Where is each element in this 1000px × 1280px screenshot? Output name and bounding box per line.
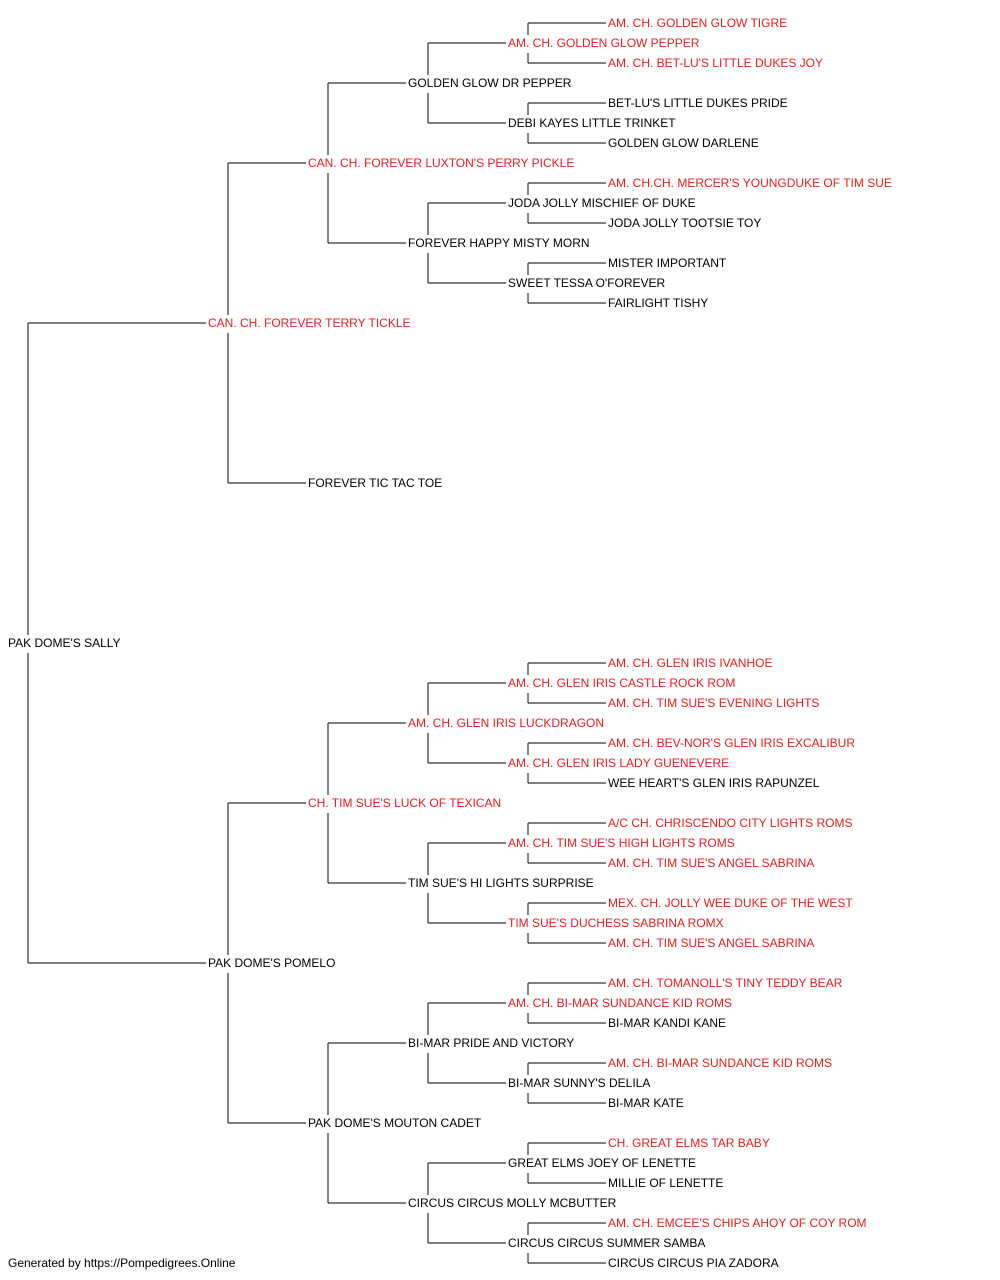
dog-name: GREAT ELMS JOEY OF LENETTE (508, 1156, 696, 1170)
dog-name: AM. CH. GLEN IRIS LUCKDRAGON (408, 716, 604, 730)
dog-name: A/C CH. CHRISCENDO CITY LIGHTS ROMS (608, 816, 852, 830)
dog-name: CIRCUS CIRCUS PIA ZADORA (608, 1256, 779, 1270)
dog-name: AM. CH. GLEN IRIS IVANHOE (608, 656, 772, 670)
dog-name: AM. CH. TIM SUE'S HIGH LIGHTS ROMS (508, 836, 735, 850)
dog-name: CAN. CH. FOREVER TERRY TICKLE (208, 316, 411, 330)
dog-name: MEX. CH. JOLLY WEE DUKE OF THE WEST (608, 896, 853, 910)
dog-name: FAIRLIGHT TISHY (608, 296, 708, 310)
dog-name: AM. CH. TIM SUE'S EVENING LIGHTS (608, 696, 819, 710)
dog-name: AM. CH. GLEN IRIS CASTLE ROCK ROM (508, 676, 735, 690)
dog-name: AM. CH. BI-MAR SUNDANCE KID ROMS (508, 996, 732, 1010)
dog-name: SWEET TESSA O'FOREVER (508, 276, 666, 290)
footer-credit: Generated by https://Pompedigrees.Online (8, 1256, 236, 1270)
dog-name: PAK DOME'S POMELO (208, 956, 335, 970)
dog-name: AM. CH. GOLDEN GLOW PEPPER (508, 36, 700, 50)
dog-name: BI-MAR KANDI KANE (608, 1016, 726, 1030)
dog-name: AM. CH. GLEN IRIS LADY GUENEVERE (508, 756, 729, 770)
dog-name: PAK DOME'S SALLY (8, 636, 121, 650)
dog-name: FOREVER TIC TAC TOE (308, 476, 442, 490)
dog-name: TIM SUE'S HI LIGHTS SURPRISE (408, 876, 594, 890)
dog-name: PAK DOME'S MOUTON CADET (308, 1116, 482, 1130)
dog-name: AM. CH. BET-LU'S LITTLE DUKES JOY (608, 56, 823, 70)
dog-name: CIRCUS CIRCUS SUMMER SAMBA (508, 1236, 705, 1250)
dog-name: WEE HEART'S GLEN IRIS RAPUNZEL (608, 776, 820, 790)
dog-name: CH. GREAT ELMS TAR BABY (608, 1136, 770, 1150)
dog-name: AM. CH. TIM SUE'S ANGEL SABRINA (608, 856, 814, 870)
dog-name: AM. CH. GOLDEN GLOW TIGRE (608, 16, 787, 30)
dog-name: AM. CH. BEV-NOR'S GLEN IRIS EXCALIBUR (608, 736, 855, 750)
dog-name: MISTER IMPORTANT (608, 256, 727, 270)
dog-name: AM. CH. TOMANOLL'S TINY TEDDY BEAR (608, 976, 843, 990)
dog-name: AM. CH. EMCEE'S CHIPS AHOY OF COY ROM (608, 1216, 867, 1230)
dog-name: BI-MAR KATE (608, 1096, 684, 1110)
dog-name: AM. CH. TIM SUE'S ANGEL SABRINA (608, 936, 814, 950)
dog-name: CIRCUS CIRCUS MOLLY MCBUTTER (408, 1196, 617, 1210)
dog-name: JODA JOLLY MISCHIEF OF DUKE (508, 196, 696, 210)
dog-name: GOLDEN GLOW DARLENE (608, 136, 759, 150)
dog-name: MILLIE OF LENETTE (608, 1176, 723, 1190)
dog-name: AM. CH. BI-MAR SUNDANCE KID ROMS (608, 1056, 832, 1070)
dog-name: BI-MAR SUNNY'S DELILA (508, 1076, 650, 1090)
dog-name: FOREVER HAPPY MISTY MORN (408, 236, 590, 250)
dog-name: CAN. CH. FOREVER LUXTON'S PERRY PICKLE (308, 156, 574, 170)
dog-name: GOLDEN GLOW DR PEPPER (408, 76, 572, 90)
dog-name: BET-LU'S LITTLE DUKES PRIDE (608, 96, 788, 110)
dog-name: TIM SUE'S DUCHESS SABRINA ROMX (508, 916, 724, 930)
dog-name: CH. TIM SUE'S LUCK OF TEXICAN (308, 796, 501, 810)
dog-name: JODA JOLLY TOOTSIE TOY (608, 216, 761, 230)
dog-name: DEBI KAYES LITTLE TRINKET (508, 116, 676, 130)
dog-name: BI-MAR PRIDE AND VICTORY (408, 1036, 574, 1050)
dog-name: AM. CH.CH. MERCER'S YOUNGDUKE OF TIM SUE (608, 176, 892, 190)
